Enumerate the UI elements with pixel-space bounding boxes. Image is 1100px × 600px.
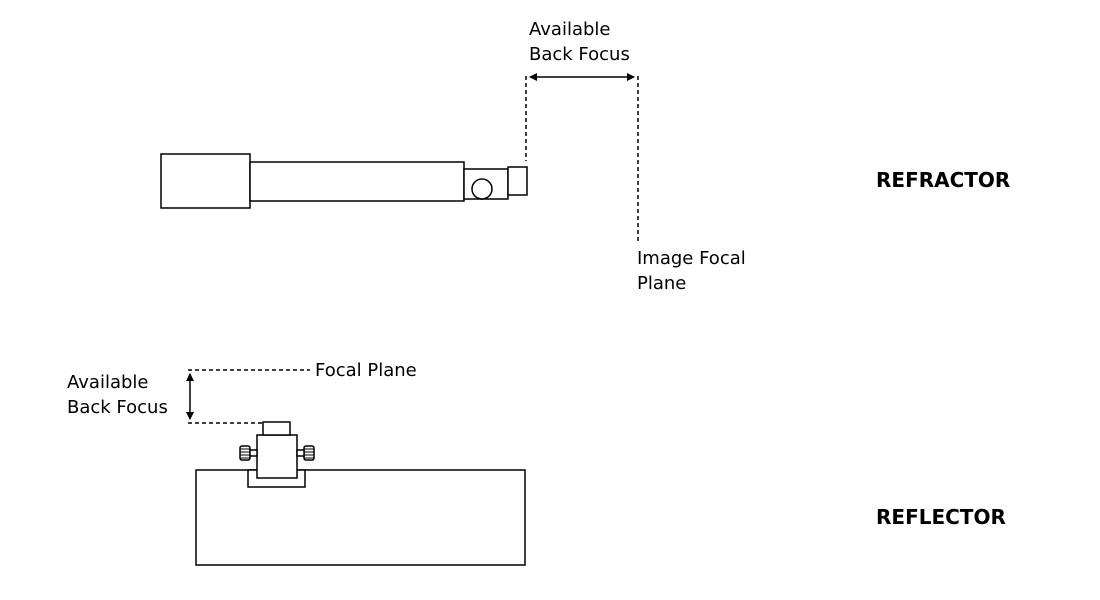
- refractor-drawtube: [507, 166, 528, 196]
- reflector-back-focus-label: Available Back Focus: [67, 370, 168, 420]
- reflector-drawtube: [262, 421, 291, 436]
- reflector-knob-grip-lines: [240, 448, 314, 459]
- reflector-back-focus-label-line1: Available: [67, 372, 149, 393]
- reflector-left-knob-stem: [249, 449, 258, 457]
- refractor-tube: [249, 161, 465, 202]
- refractor-focal-plane-label: Image Focal Plane: [637, 246, 746, 296]
- reflector-focuser-body: [256, 434, 298, 479]
- refractor-back-focus-label: Available Back Focus: [529, 17, 630, 67]
- reflector-telescope: [195, 421, 526, 566]
- reflector-focal-plane-label: Focal Plane: [315, 360, 417, 381]
- refractor-focal-plane-label-line1: Image Focal: [637, 248, 746, 269]
- refractor-title: REFRACTOR: [876, 168, 1011, 192]
- reflector-right-knob-stem: [296, 449, 305, 457]
- reflector-tube: [195, 469, 526, 566]
- reflector-title: REFLECTOR: [876, 505, 1006, 529]
- refractor-back-focus-label-line2: Back Focus: [529, 44, 630, 65]
- refractor-back-focus-label-line1: Available: [529, 19, 611, 40]
- refractor-focal-plane-label-line2: Plane: [637, 273, 687, 294]
- refractor-focus-knob: [471, 178, 493, 200]
- reflector-back-focus-label-line2: Back Focus: [67, 397, 168, 418]
- refractor-dew-shield: [160, 153, 251, 209]
- refractor-telescope: [160, 153, 528, 209]
